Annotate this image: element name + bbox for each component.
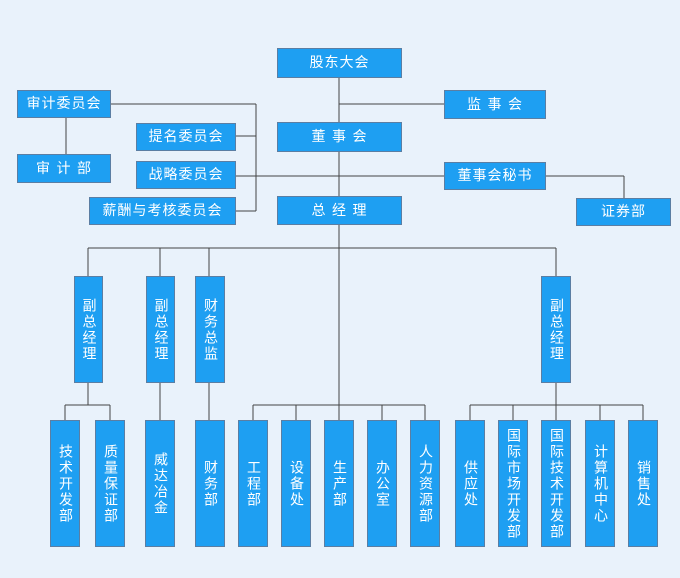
compensation-committee-label: 薪酬与考核委员会 bbox=[102, 203, 223, 219]
compensation-committee-box: 薪酬与考核委员会 bbox=[89, 197, 236, 225]
board-label: 董 事 会 bbox=[311, 129, 368, 145]
strategy-committee-label: 战略委员会 bbox=[148, 167, 224, 183]
nomination-committee-label: 提名委员会 bbox=[148, 129, 224, 145]
equipment-dept-box: 设备处 bbox=[281, 420, 311, 547]
sales-dept-box: 销售处 bbox=[628, 420, 658, 547]
intl-tech-dept-box: 国际技术开发部 bbox=[541, 420, 571, 547]
tech-dev-dept-label: 技术开发部 bbox=[57, 443, 73, 524]
board-box: 董 事 会 bbox=[277, 122, 402, 152]
supervisors-label: 监 事 会 bbox=[467, 96, 523, 113]
office-label: 办公室 bbox=[374, 459, 390, 508]
supply-dept-box: 供应处 bbox=[455, 420, 485, 547]
intl-tech-dept-label: 国际技术开发部 bbox=[548, 427, 564, 540]
supply-dept-label: 供应处 bbox=[462, 459, 478, 508]
finance-dept-box: 财务部 bbox=[195, 420, 225, 547]
cfo-box: 财务总监 bbox=[195, 276, 225, 383]
vice-general-manager-3-box: 副总经理 bbox=[541, 276, 571, 383]
nomination-committee-box: 提名委员会 bbox=[136, 123, 236, 151]
general-manager-label: 总 经 理 bbox=[311, 202, 368, 219]
quality-dept-box: 质量保证部 bbox=[95, 420, 125, 547]
securities-dept-box: 证券部 bbox=[576, 198, 671, 226]
hr-dept-label: 人力资源部 bbox=[417, 443, 433, 524]
general-manager-box: 总 经 理 bbox=[277, 196, 402, 225]
production-dept-box: 生产部 bbox=[324, 420, 354, 547]
cfo-label: 财务总监 bbox=[202, 297, 218, 362]
office-box: 办公室 bbox=[367, 420, 397, 547]
engineering-dept-box: 工程部 bbox=[238, 420, 268, 547]
sales-dept-label: 销售处 bbox=[635, 459, 651, 508]
shareholders-box: 股东大会 bbox=[277, 48, 402, 78]
vice-general-manager-1-box: 副总经理 bbox=[74, 276, 103, 383]
engineering-dept-label: 工程部 bbox=[245, 459, 261, 508]
intl-market-dept-label: 国际市场开发部 bbox=[505, 427, 521, 540]
weida-metallurgy-box: 威达冶金 bbox=[145, 420, 175, 547]
weida-metallurgy-label: 威达冶金 bbox=[152, 451, 168, 516]
audit-dept-box: 审 计 部 bbox=[17, 154, 111, 183]
quality-dept-label: 质量保证部 bbox=[102, 443, 118, 524]
securities-dept-label: 证券部 bbox=[601, 204, 646, 220]
audit-committee-box: 审计委员会 bbox=[17, 90, 111, 118]
tech-dev-dept-box: 技术开发部 bbox=[50, 420, 80, 547]
audit-committee-label: 审计委员会 bbox=[26, 96, 102, 112]
vice-general-manager-3-label: 副总经理 bbox=[548, 297, 564, 362]
equipment-dept-label: 设备处 bbox=[288, 459, 304, 508]
computing-center-box: 计算机中心 bbox=[585, 420, 615, 547]
board-secretary-label: 董事会秘书 bbox=[457, 168, 533, 184]
shareholders-label: 股东大会 bbox=[309, 55, 370, 71]
computing-center-label: 计算机中心 bbox=[592, 443, 608, 524]
intl-market-dept-box: 国际市场开发部 bbox=[498, 420, 528, 547]
supervisors-box: 监 事 会 bbox=[444, 90, 546, 119]
vice-general-manager-2-box: 副总经理 bbox=[146, 276, 175, 383]
hr-dept-box: 人力资源部 bbox=[410, 420, 440, 547]
vice-general-manager-2-label: 副总经理 bbox=[152, 297, 169, 362]
audit-dept-label: 审 计 部 bbox=[36, 160, 92, 177]
finance-dept-label: 财务部 bbox=[202, 459, 218, 508]
production-dept-label: 生产部 bbox=[331, 459, 347, 508]
board-secretary-box: 董事会秘书 bbox=[444, 162, 546, 190]
strategy-committee-box: 战略委员会 bbox=[136, 161, 236, 189]
vice-general-manager-1-label: 副总经理 bbox=[80, 297, 97, 362]
